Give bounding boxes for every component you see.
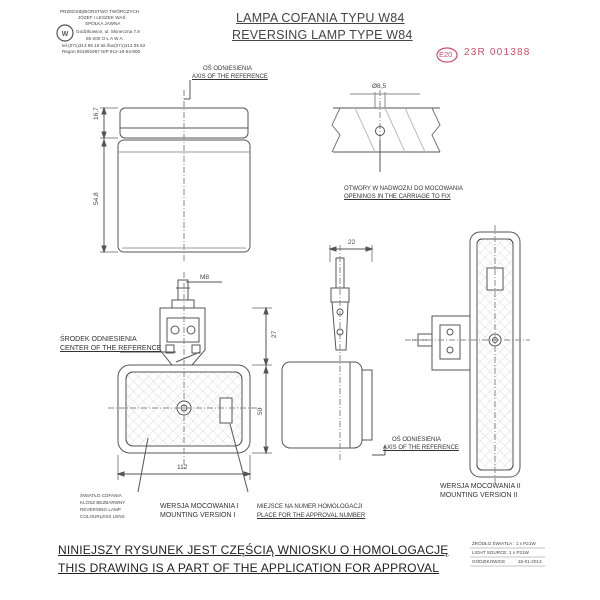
- lens-note-line: ŚWIATŁO COFANIA: [80, 493, 122, 498]
- dim-body-height: 54,8: [93, 192, 100, 205]
- approval-place-label-en: PLACE FOR THE APPROVAL NUMBER: [257, 513, 366, 519]
- company-line: Regon 931991967 NIP 912-16-54-800: [62, 49, 141, 54]
- company-line: 55-200 O Ł A W A: [86, 36, 123, 41]
- lens-note-line: REVERSING LAMP: [80, 507, 121, 512]
- source-block-lines: [470, 548, 545, 566]
- title-polish: LAMPA COFANIA TYPU W84: [236, 11, 405, 25]
- mounting-2-label-pl: WERSJA MOCOWANIA II: [440, 483, 521, 490]
- center-ref-label-en: CENTER OF THE REFERENCE: [60, 345, 162, 352]
- mounting-2-label-en: MOUNTING VERSION II: [440, 492, 518, 499]
- approval-place-label-pl: MIEJSCE NA NUMER HOMOLOGACJI: [257, 504, 363, 510]
- center-ref-label-pl: ŚRODEK ODNIESIENIA: [60, 336, 137, 343]
- company-line: Godzikowice, ul. Słoneczna 7.9: [76, 29, 140, 34]
- holes-label-pl: OTWORY W NADWOZIU DO MOCOWANIA: [344, 186, 463, 192]
- dim-lamp-height: 50: [257, 407, 264, 415]
- dim-bracket-height: 27: [271, 330, 278, 338]
- dim-hole-diameter: Ø8,5: [372, 83, 387, 90]
- light-source-pl: ŹRÓDŁO ŚWIATŁA : 1 x P21W: [472, 541, 536, 546]
- front-view-lens: [108, 272, 272, 492]
- note-polish: NINIEJSZY RYSUNEK JEST CZĘŚCIĄ WNIOSKU O…: [58, 543, 449, 557]
- svg-text:W: W: [62, 31, 69, 38]
- note-english: THIS DRAWING IS A PART OF THE APPLICATIO…: [58, 561, 440, 575]
- dim-thread: M8: [200, 274, 210, 281]
- holes-label-en: OPENINGS IN THE CARRIAGE TO FIX: [344, 194, 451, 200]
- lens-note-line: KLOSZ BEZBARWNY: [80, 500, 126, 505]
- light-source-en: LIGHT SOURCE: 1 x P21W: [472, 550, 529, 555]
- axis-label-pl: OŚ ODNIESIENIA: [203, 66, 253, 72]
- dim-top-height: 16,7: [93, 107, 100, 120]
- right-view-mounting-2: [405, 225, 530, 485]
- drawing-date: 15-01-2013: [518, 559, 542, 564]
- axis-bottom-label-en: AXIS OF THE REFERENCE: [383, 445, 459, 451]
- drawing-place: GODZIKOWICE: [472, 559, 506, 564]
- approval-number: 23R 001388: [464, 47, 531, 58]
- title-english: REVERSING LAMP TYPE W84: [232, 28, 413, 42]
- company-line: JÓZEF I LESZEK WAŚ: [78, 15, 126, 20]
- company-line: SPÓŁKA JAWNA: [85, 21, 121, 26]
- company-logo: W: [57, 25, 73, 41]
- approval-mark: [437, 48, 457, 62]
- lens-note-line: COLOURLESS LENS: [80, 514, 125, 519]
- mounting-1-label-en: MOUNTING VERSION I: [160, 512, 236, 519]
- axis-label-en: AXIS OF THE REFERENCE: [192, 74, 268, 80]
- mounting-1-label-pl: WERSJA MOCOWANIA I: [160, 503, 239, 510]
- axis-bottom-label-pl: OŚ ODNIESIENIA: [392, 437, 442, 443]
- side-view-mounting-1: [282, 245, 385, 462]
- mounting-hole-section: [332, 90, 440, 172]
- dim-lamp-width: 112: [177, 464, 188, 471]
- company-line: tel.(071)313 95 16 tel./fax(071)313 35 5…: [62, 43, 146, 48]
- top-side-view: [100, 80, 250, 262]
- approval-mark-label: E20: [439, 50, 453, 59]
- dim-side-width: 22: [348, 239, 356, 246]
- company-line: PRZEDSIĘBIORSTWO TWÓRCZYCH: [60, 9, 140, 14]
